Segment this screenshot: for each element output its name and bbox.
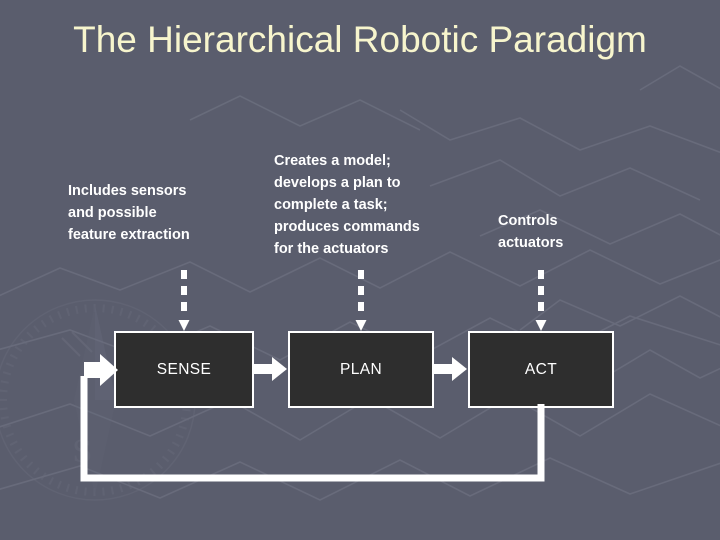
stage-box-act[interactable]: ACT xyxy=(468,331,614,408)
feedback-loop-act-to-sense xyxy=(80,354,545,482)
stage-box-plan[interactable]: PLAN xyxy=(288,331,434,408)
page-title: The Hierarchical Robotic Paradigm xyxy=(73,19,647,60)
dashed-down-arrow-act xyxy=(535,270,547,331)
annotation-plan: Creates a model; develops a plan to comp… xyxy=(274,153,420,258)
stage-label-sense: SENSE xyxy=(156,360,212,378)
dashed-down-arrow-plan xyxy=(355,270,367,331)
annotation-sense: Includes sensors and possible feature ex… xyxy=(68,183,190,244)
dashed-down-arrow-sense xyxy=(178,270,190,331)
arrow-sense-to-plan xyxy=(253,357,287,381)
annotation-act: Controls actuators xyxy=(498,213,564,252)
stage-label-plan: PLAN xyxy=(339,360,383,378)
stage-label-act: ACT xyxy=(524,360,558,378)
arrow-plan-to-act xyxy=(433,357,467,381)
